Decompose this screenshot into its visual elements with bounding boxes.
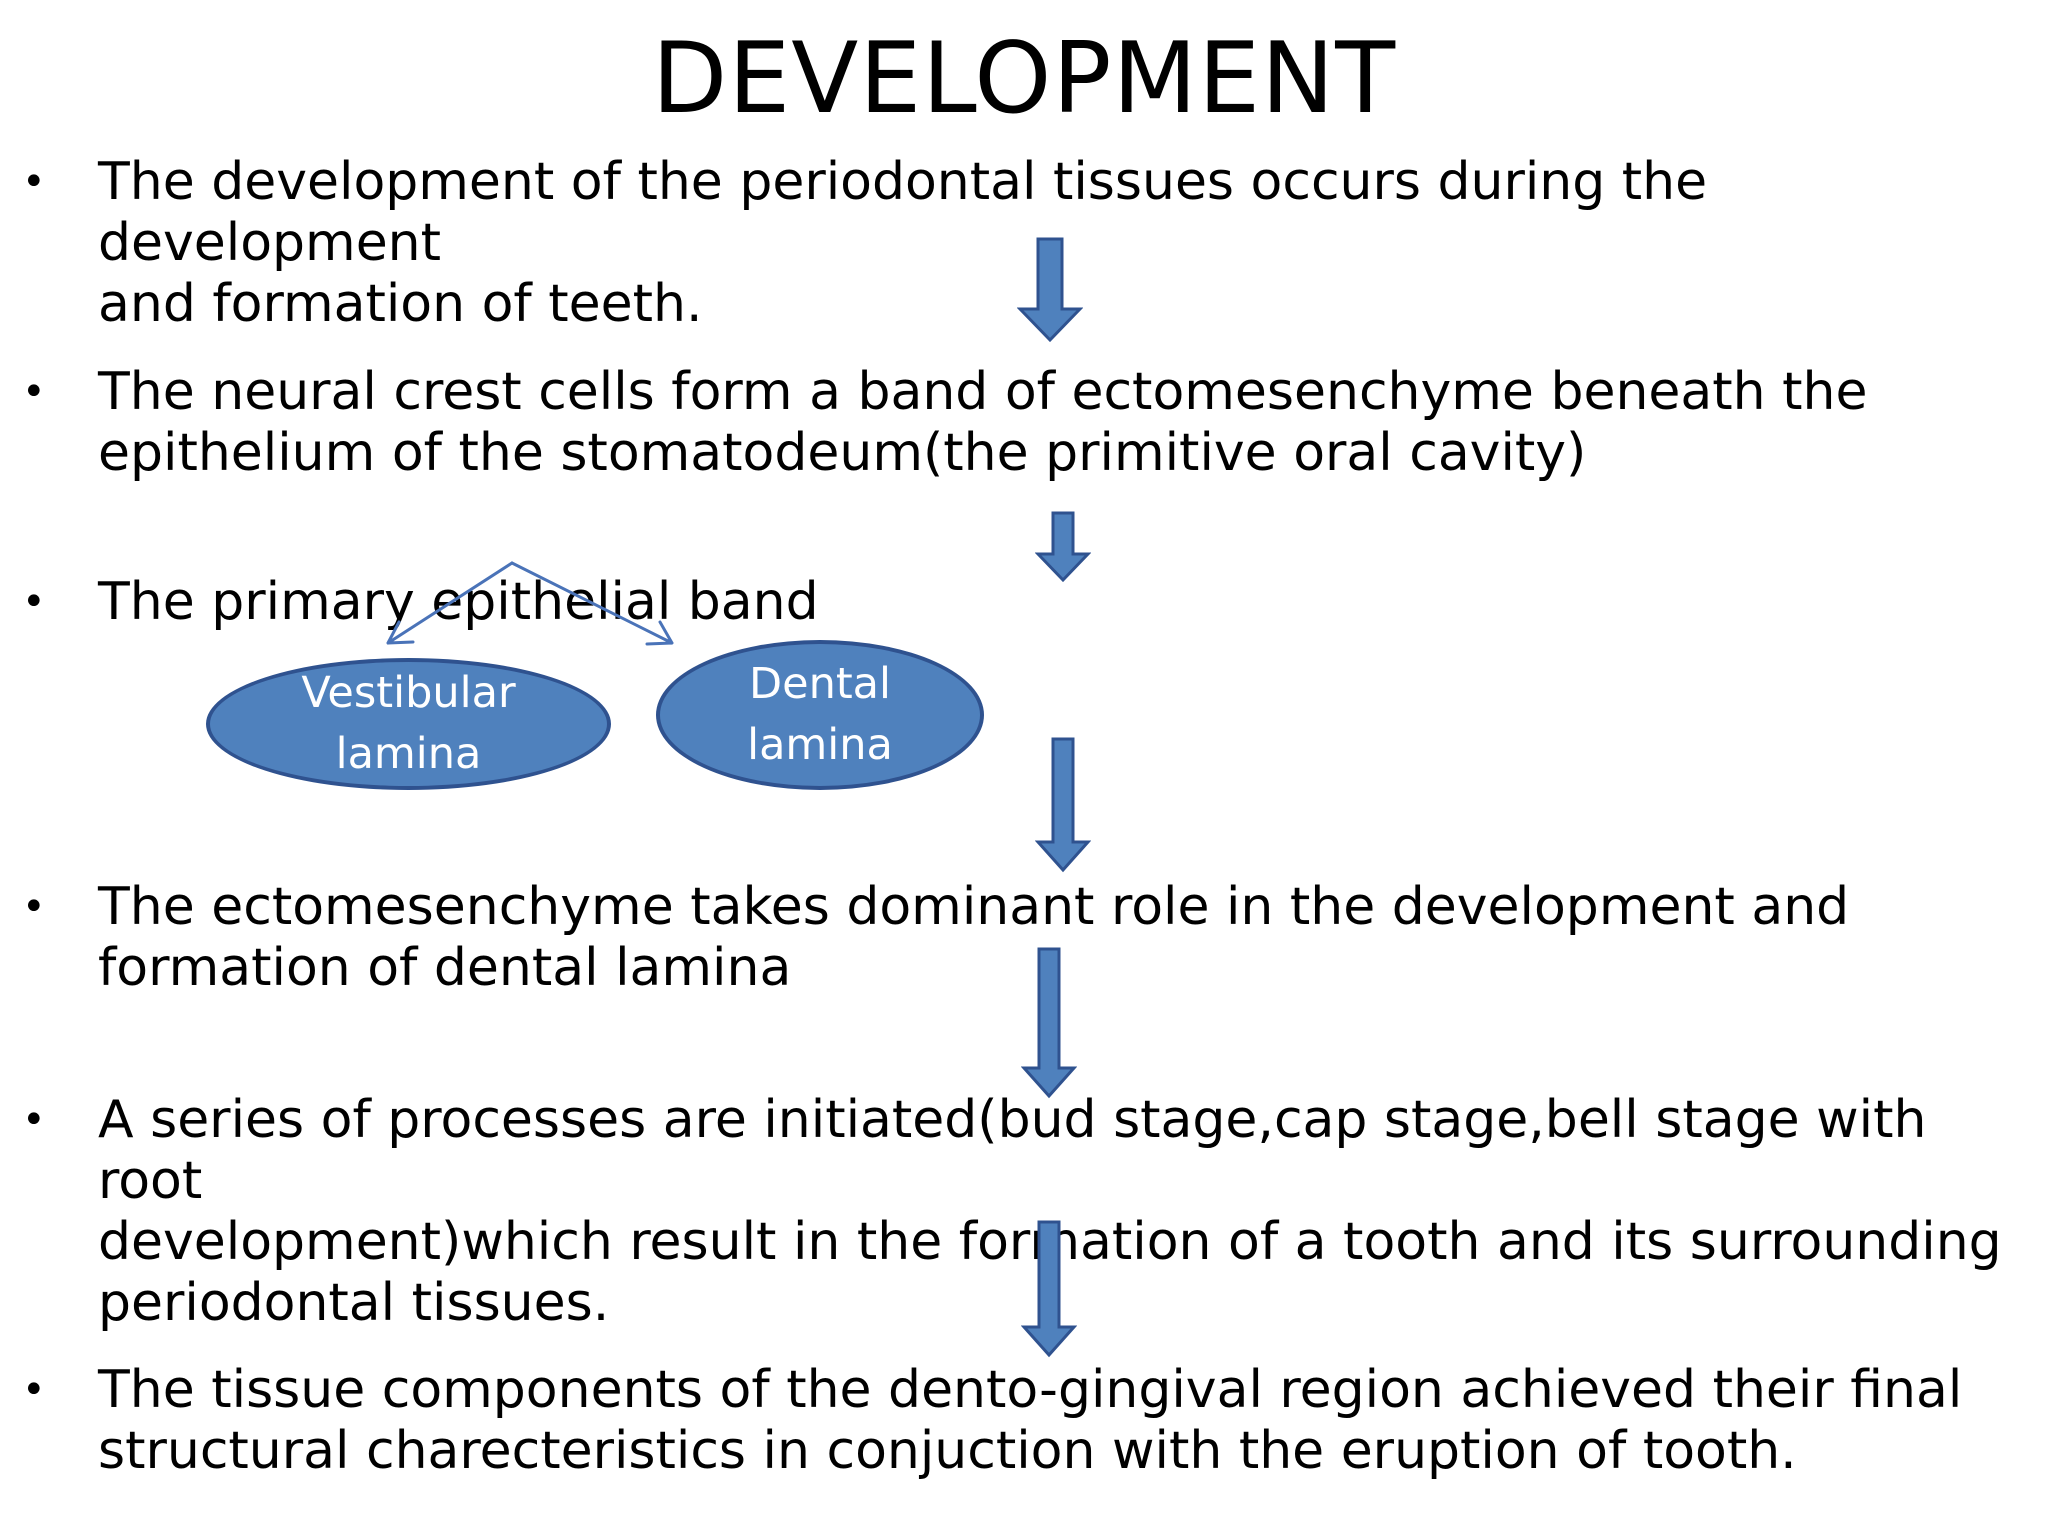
down-arrow-icon [1017,237,1083,343]
bullet-marker: • [22,159,46,205]
bullet-marker: • [22,579,46,625]
bullet-text: The ectomesenchyme takes dominant role i… [98,877,1850,998]
bullet-marker: • [22,1367,46,1413]
bullet-marker: • [22,1097,46,1143]
branch-arrow-right [510,561,674,646]
down-arrow-icon [1021,1220,1077,1358]
down-arrow-icon [1035,737,1091,873]
vestibular-lamina-label: Vestibular lamina [301,668,516,779]
down-arrow-icon [1021,947,1077,1099]
dental-lamina-ellipse: Dental lamina [656,640,984,790]
bullet-text: The neural crest cells form a band of ec… [98,362,1868,483]
bullet-marker: • [22,884,46,930]
down-arrow-icon [1035,511,1091,583]
branch-arrow-left [386,561,514,645]
bullet-text: The tissue components of the dento-gingi… [98,1360,1963,1481]
slide-title: DEVELOPMENT [651,22,1397,136]
bullet-marker: • [22,369,46,415]
bullet-text: A series of processes are initiated(bud … [98,1090,2002,1333]
bullet-text: The primary epithelial band [98,572,819,632]
vestibular-lamina-ellipse: Vestibular lamina [206,658,611,790]
bullet-text: The development of the periodontal tissu… [98,152,1708,334]
dental-lamina-label: Dental lamina [747,659,893,770]
